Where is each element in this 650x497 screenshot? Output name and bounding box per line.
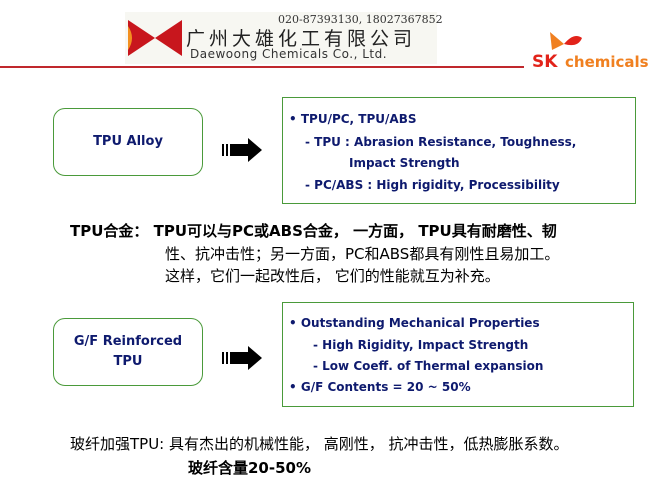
- company-name-cn: 广州大雄化工有限公司: [186, 28, 417, 50]
- arrow-right-icon: [222, 346, 262, 370]
- company-name-en: Daewoong Chemicals Co., Ltd.: [190, 47, 388, 61]
- tpu-alloy-label: TPU Alloy: [93, 134, 163, 149]
- arrow-right-icon: [222, 138, 262, 162]
- header-divider: [0, 66, 524, 68]
- gf-desc-line1: 玻纤加强TPU: 具有杰出的机械性能， 高刚性， 抗冲击性，低热膨胀系数。: [70, 435, 569, 453]
- bullet-point: Impact Strength: [349, 156, 460, 170]
- bullet-point: • G/F Contents = 20 ~ 50%: [289, 380, 471, 394]
- tpu-alloy-desc-line1: TPU合金： TPU可以与PC或ABS合金， 一方面， TPU具有耐磨性、韧: [70, 222, 557, 240]
- bullet-point: - PC/ABS : High rigidity, Processibility: [305, 178, 560, 192]
- tpu-alloy-desc-line3: 这样，它们一起改性后， 它们的性能就互为补充。: [165, 267, 500, 285]
- bullet-point: - Low Coeff. of Thermal expansion: [313, 359, 544, 373]
- gf-label-line2: TPU: [113, 354, 143, 369]
- tpu-alloy-properties-box: • TPU/PC, TPU/ABS - TPU : Abrasion Resis…: [282, 97, 636, 204]
- bullet-point: - High Rigidity, Impact Strength: [313, 338, 529, 352]
- tpu-alloy-box: TPU Alloy: [53, 108, 203, 176]
- bullet-point: • TPU/PC, TPU/ABS: [289, 112, 417, 126]
- phone-numbers: 020-87393130, 18027367852: [278, 13, 443, 26]
- daewoong-logo-icon: [128, 20, 182, 56]
- sk-butterfly-icon: [550, 32, 582, 50]
- tpu-alloy-desc-line2: 性、抗冲击性；另一方面，PC和ABS都具有刚性且易加工。: [165, 245, 560, 263]
- sk-chemicals-text: chemicals: [565, 53, 649, 71]
- gf-label-line1: G/F Reinforced: [73, 334, 183, 349]
- sk-logo-text: SK: [532, 52, 558, 72]
- gf-desc-line2: 玻纤含量20-50%: [188, 459, 312, 477]
- bullet-point: - TPU : Abrasion Resistance, Toughness,: [305, 135, 577, 149]
- gf-reinforced-box: G/F Reinforced TPU: [53, 318, 203, 386]
- gf-properties-box: • Outstanding Mechanical Properties - Hi…: [282, 302, 634, 407]
- bullet-point: • Outstanding Mechanical Properties: [289, 316, 540, 330]
